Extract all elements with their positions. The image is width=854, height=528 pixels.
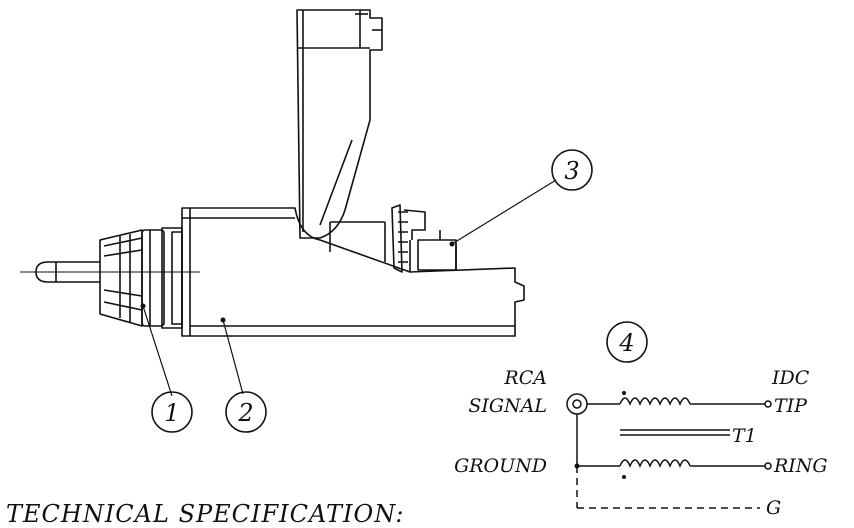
signal-label: SIGNAL	[468, 395, 547, 417]
rca-label: RCA	[503, 367, 547, 389]
primary-coil-bottom	[619, 459, 691, 468]
transformer-label: T1	[732, 425, 757, 447]
callout-1-label: 1	[164, 399, 179, 427]
ground-label: GROUND	[454, 455, 547, 477]
rca-pin	[20, 261, 200, 283]
idc-label: IDC	[771, 367, 810, 389]
callout-circle-1	[151, 391, 193, 433]
ring-label: RING	[773, 455, 828, 477]
callout-leaders	[142, 179, 557, 397]
rca-jack-symbol	[566, 393, 588, 415]
primary-coil-top	[619, 397, 691, 406]
connector-collar	[141, 227, 183, 329]
callout-4-label: 4	[618, 329, 634, 357]
rca-nose	[99, 229, 143, 327]
callout-2-label: 2	[237, 399, 253, 427]
schematic	[566, 393, 772, 509]
callout-circle-2	[225, 391, 267, 433]
ground-g-label: G	[766, 497, 781, 519]
idc-terminal	[391, 204, 457, 273]
callout-3-label: 3	[564, 157, 579, 185]
idc-tower	[296, 9, 383, 239]
callout-circle-4	[606, 321, 648, 363]
callout-circle-3	[551, 149, 593, 191]
tip-label: TIP	[774, 395, 808, 417]
connector-body	[181, 207, 525, 337]
spec-heading: TECHNICAL SPECIFICATION:	[6, 500, 405, 528]
